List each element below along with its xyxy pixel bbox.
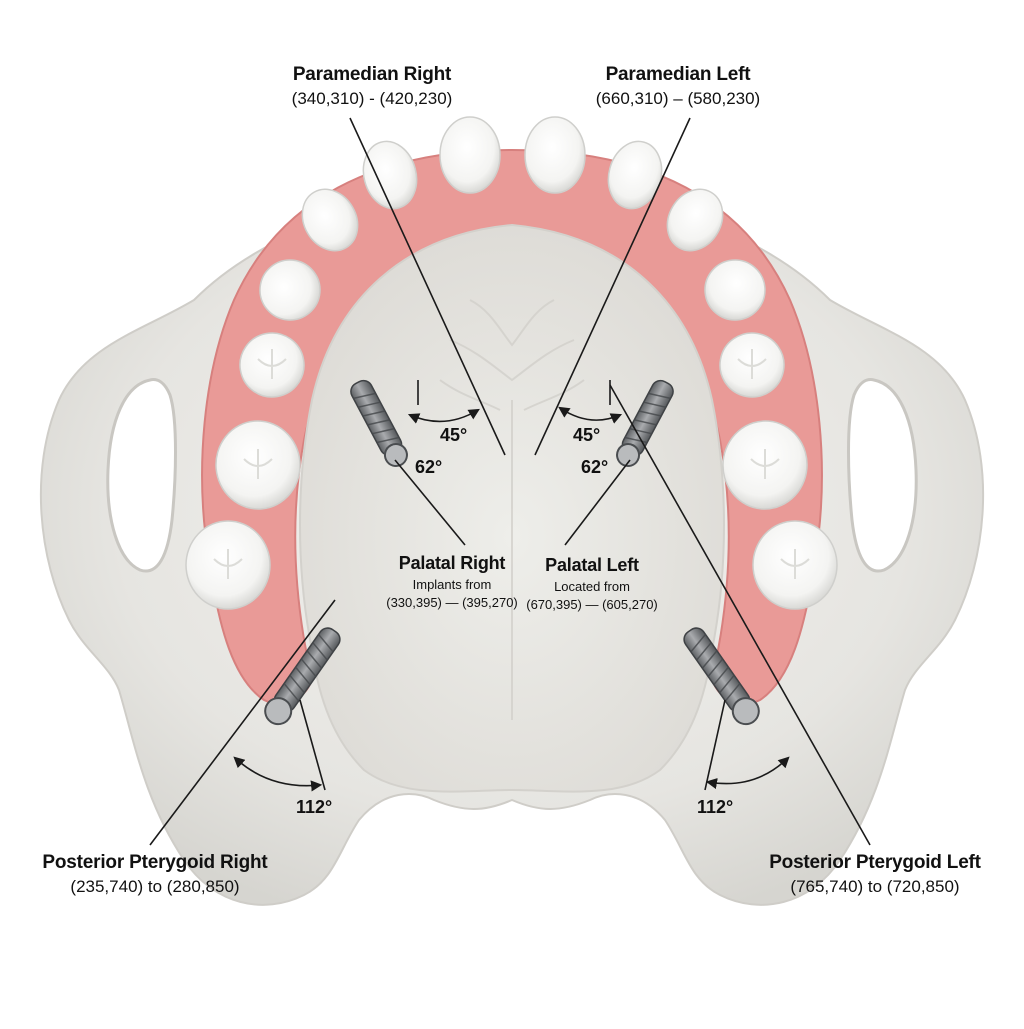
tooth-cusp <box>737 349 767 379</box>
line-palatal-right <box>394 459 466 546</box>
tooth <box>704 259 766 321</box>
tooth-cusp <box>750 449 780 479</box>
label-paramedian-left-title: Paramedian Left <box>605 64 751 85</box>
implants-group <box>264 379 760 726</box>
angle-pterygoid-left: 112° <box>697 797 734 817</box>
tooth <box>362 140 418 210</box>
line-palatal-left <box>564 459 631 546</box>
label-pterygoid-right: Posterior Pterygoid Right (235,740) to (… <box>10 852 300 897</box>
zygomatic-opening-left <box>847 378 918 573</box>
label-paramedian-left-coords: (660,310) – (580,230) <box>595 89 761 108</box>
tooth <box>524 116 586 194</box>
label-pterygoid-left: Posterior Pterygoid Left (765,740) to (7… <box>730 852 1020 897</box>
line-paramedian-right <box>349 117 506 456</box>
label-paramedian-left: Paramedian Left (660,310) – (580,230) <box>568 64 788 109</box>
angle-arcs <box>233 406 790 792</box>
label-palatal-left-line1: Located from <box>554 579 630 594</box>
label-pterygoid-left-coords: (765,740) to (720,850) <box>790 877 960 896</box>
implant-palatal-left <box>616 379 674 468</box>
leader-lines <box>149 117 871 846</box>
implant-pterygoid-left <box>683 627 760 726</box>
line-pterygoid-left <box>609 384 871 846</box>
label-palatal-right: Palatal Right Implants from (330,395) — … <box>362 553 542 610</box>
tooth-cusp <box>257 349 287 379</box>
implant-palatal-right <box>350 379 408 468</box>
label-palatal-left-line2: (670,395) — (605,270) <box>526 597 658 612</box>
arc-pterygoid-left <box>705 756 790 790</box>
angle-pterygoid-right: 112° <box>296 797 333 817</box>
line-paramedian-left <box>534 117 691 456</box>
arc-pterygoid-right <box>233 756 323 792</box>
label-paramedian-right-title: Paramedian Right <box>292 64 452 85</box>
label-palatal-left: Palatal Left Located from (670,395) — (6… <box>502 555 682 612</box>
palatal-rugae <box>439 299 585 720</box>
zygomatic-opening-right <box>106 378 177 573</box>
angle-paramedian-right: 45° <box>440 425 468 445</box>
tooth-cusp <box>243 449 273 479</box>
label-palatal-right-line1: Implants from <box>412 577 492 592</box>
arc-paramedian-right <box>407 408 480 424</box>
tooth <box>301 188 359 252</box>
label-paramedian-right-coords: (340,310) - (420,230) <box>291 89 453 108</box>
implant-pterygoid-right <box>264 627 341 726</box>
label-pterygoid-left-title: Posterior Pterygoid Left <box>769 852 981 873</box>
tooth-cusp <box>780 549 810 579</box>
tooth <box>666 188 724 252</box>
angle-palatal-left: 62° <box>581 457 609 477</box>
angle-paramedian-left: 45° <box>573 425 601 445</box>
arc-paramedian-left <box>558 406 623 424</box>
teeth-row <box>185 116 838 610</box>
label-pterygoid-right-coords: (235,740) to (280,850) <box>70 877 240 896</box>
angle-palatal-right: 62° <box>415 457 443 477</box>
line-pterygoid-right <box>149 599 336 846</box>
label-paramedian-right: Paramedian Right (340,310) - (420,230) <box>262 64 482 109</box>
tooth <box>259 259 321 321</box>
label-palatal-left-title: Palatal Left <box>545 555 639 575</box>
tooth <box>439 116 501 194</box>
label-pterygoid-right-title: Posterior Pterygoid Right <box>42 852 268 873</box>
label-palatal-right-line2: (330,395) — (395,270) <box>386 595 518 610</box>
label-palatal-right-title: Palatal Right <box>398 553 506 573</box>
tooth-cusp <box>213 549 243 579</box>
